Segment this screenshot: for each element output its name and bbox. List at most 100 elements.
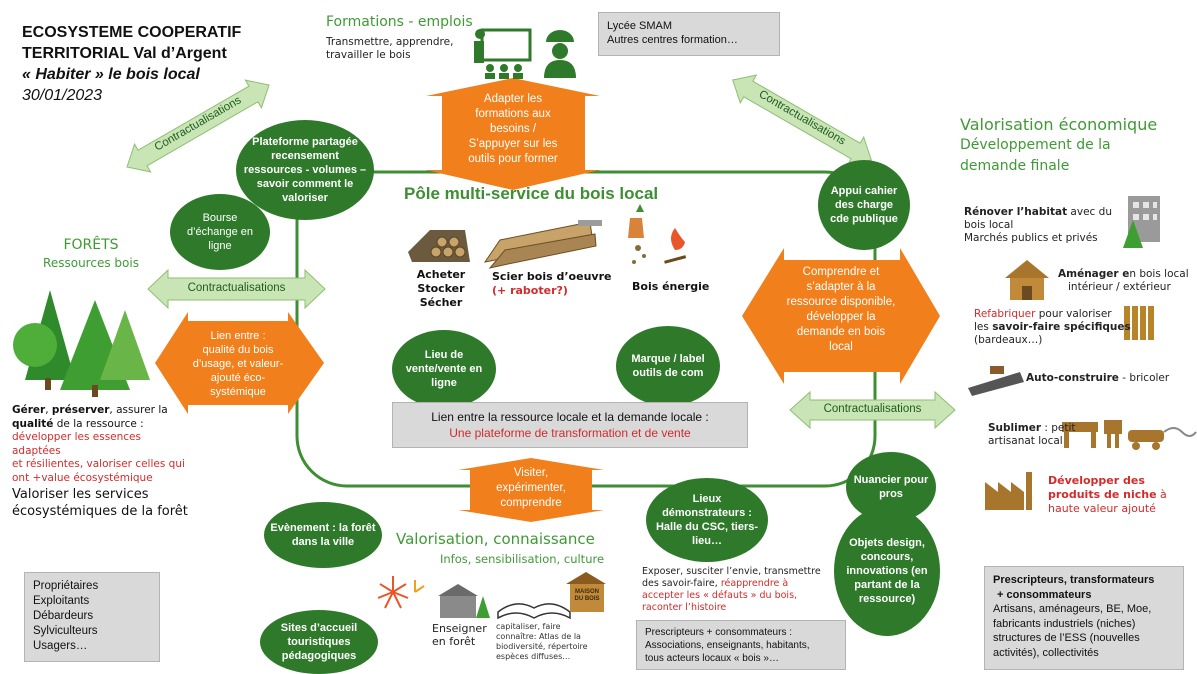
presc-box: Prescripteurs + consommateurs : Associat… [636, 620, 846, 670]
renover-line: Rénover l’habitat avec du [964, 206, 1112, 219]
right-orange-line: demande en bois [796, 326, 886, 338]
top-orange-line: besoins / [489, 123, 537, 135]
valorisation-conn-heading: Valorisation, connaissance [396, 530, 595, 548]
gerer-bold-line: Valoriser les services [12, 487, 149, 502]
niche-line: Développer des [1048, 474, 1145, 487]
actor-item: Sylviculteurs [33, 625, 98, 637]
niche-word: à [1156, 488, 1167, 501]
lien-line: Lien entre la ressource locale et la dem… [431, 410, 709, 424]
top-orange-line: S’appuyer sur les [468, 138, 558, 150]
title-line: « Habiter » le bois local [22, 66, 200, 83]
scier-label: Scier bois d’oeuvre (+ raboter?) [492, 270, 611, 298]
sublimer-line: Sublimer : petit [988, 422, 1076, 435]
left-orange-text: Lien entre : qualité du bois d’usage, et… [186, 329, 290, 399]
enseigner-label: Enseigner en forêt [432, 622, 487, 648]
gerer-word: Gérer [12, 404, 46, 416]
formations-line: Transmettre, apprendre, [326, 36, 454, 48]
gerer-word: , assurer la [109, 404, 168, 416]
furniture-icon [1062, 420, 1197, 450]
exposer-line: Exposer, susciter l’envie, transmettre [642, 566, 821, 577]
right-actors-box: Prescripteurs, transformateurs + consomm… [984, 566, 1184, 670]
refabriquer-item: Refabriquer pour valoriser les savoir-fa… [974, 308, 1131, 347]
trees-icon [13, 290, 150, 397]
niche-item: Développer des produits de niche à haute… [1048, 474, 1167, 516]
maison-du-bois-icon [566, 572, 606, 612]
bottom-orange-arrow [458, 458, 604, 522]
capitaliser-line: capitaliser, faire [496, 622, 561, 631]
renover-word: Rénover l’habitat [964, 206, 1068, 218]
bottom-orange-text: Visiter, expérimenter, comprendre [472, 466, 590, 511]
presc-line: Associations, enseignants, habitants, [645, 640, 810, 651]
forets-heading: FORÊTS Ressources bois [26, 236, 156, 272]
contract-arrow-left-mid [147, 268, 326, 310]
renover-word: avec du [1067, 206, 1112, 218]
title-line: ECOSYSTEME COOPERATIF [22, 24, 242, 41]
lycee-line: Lycée SMAM [607, 20, 673, 32]
refabriquer-line: les savoir-faire spécifiques [974, 321, 1131, 334]
sublimer-line: artisanat local [988, 435, 1063, 447]
plateforme-oval: Plateforme partagée recensement ressourc… [236, 120, 374, 220]
right-actors-line: structures de l’ESS (nouvelles [993, 632, 1140, 644]
maison-line: DU BOIS [574, 596, 600, 602]
presc-line: tous acteurs locaux « bois »… [645, 653, 779, 664]
top-orange-arrow [426, 78, 600, 190]
acheter-line: Acheter [416, 268, 466, 281]
contract-label-right-mid: Contractualisations [823, 403, 922, 415]
nuancier-oval: Nuancier pour pros [846, 452, 936, 522]
forets-line: Ressources bois [43, 256, 139, 270]
plane-tool-icon [968, 366, 1024, 396]
actor-item: Débardeurs [33, 610, 94, 622]
auto-word: Auto-construire [1026, 372, 1119, 384]
valorisation-eco-line: Valorisation économique [960, 115, 1158, 134]
amenager-line: intérieur / extérieur [1068, 281, 1171, 293]
presc-line: Prescripteurs + consommateurs : [645, 627, 792, 638]
gerer-line: qualité de la ressource : [12, 418, 192, 432]
acheter-line: Sécher [419, 296, 463, 309]
lien-box: Lien entre la ressource locale et la dem… [392, 402, 748, 448]
exposer-word: réapprendre à [720, 578, 789, 589]
bottom-orange-line: expérimenter, [496, 482, 566, 494]
amenager-word: n bois local [1129, 268, 1189, 280]
niche-line: haute valeur ajouté [1048, 502, 1156, 515]
exposer-word: des savoir-faire, [642, 578, 721, 589]
acheter-line: Stocker [417, 282, 465, 295]
contract-arrow-right-mid [789, 390, 956, 430]
bottom-orange-line: comprendre [500, 497, 562, 509]
right-orange-line: Comprendre et [802, 266, 880, 278]
enseigner-line: en forêt [432, 635, 476, 648]
right-orange-line: ressource disponible, [786, 296, 896, 308]
formations-heading: Formations - emplois [326, 14, 473, 30]
marque-oval: Marque / label outils de com [616, 326, 720, 406]
capitaliser-text: capitaliser, faire connaître: Atlas de l… [496, 622, 588, 662]
auto-word: - bricoler [1118, 372, 1170, 384]
scier-line: Scier bois d’oeuvre [492, 270, 612, 283]
exposer-text: Exposer, susciter l’envie, transmettre d… [642, 566, 821, 614]
niche-line: produits de niche à [1048, 488, 1167, 502]
scier-line: (+ raboter?) [492, 284, 568, 297]
right-actors-line: activités), collectivités [993, 646, 1099, 659]
fireworks-icon [377, 576, 425, 609]
formations-line: travailler le bois [326, 49, 411, 61]
sublimer-item: Sublimer : petit artisanat local [988, 422, 1076, 448]
forets-line: FORÊTS [63, 237, 119, 253]
refabriquer-word: Refabriquer [974, 308, 1036, 320]
school-icon [438, 584, 490, 618]
maison-line: MAISON [575, 589, 599, 595]
gerer-red-line: développer les essences adaptées [12, 431, 141, 457]
cabin-icon [1005, 260, 1049, 300]
gerer-word: de la ressource : [53, 417, 144, 430]
right-orange-line: développer la [806, 311, 876, 323]
valorisation-conn-sub: Infos, sensibilisation, culture [440, 552, 605, 566]
sublimer-word: : petit [1041, 422, 1076, 434]
exposer-line: raconter l’histoire [642, 602, 727, 613]
valorisation-eco-line: demande finale [960, 158, 1070, 174]
left-orange-line: d’usage, et valeur- [192, 358, 284, 370]
sublimer-word: Sublimer [988, 422, 1041, 434]
refabriquer-line: (bardeaux…) [974, 334, 1043, 346]
left-orange-line: ajouté éco- [210, 372, 266, 384]
lycee-line: Autres centres formation… [607, 34, 738, 46]
lieux-demo-oval: Lieux démonstrateurs : Halle du CSC, tie… [646, 478, 768, 562]
exposer-line: des savoir-faire, réapprendre à [642, 578, 821, 590]
energie-label: Bois énergie [632, 280, 710, 293]
